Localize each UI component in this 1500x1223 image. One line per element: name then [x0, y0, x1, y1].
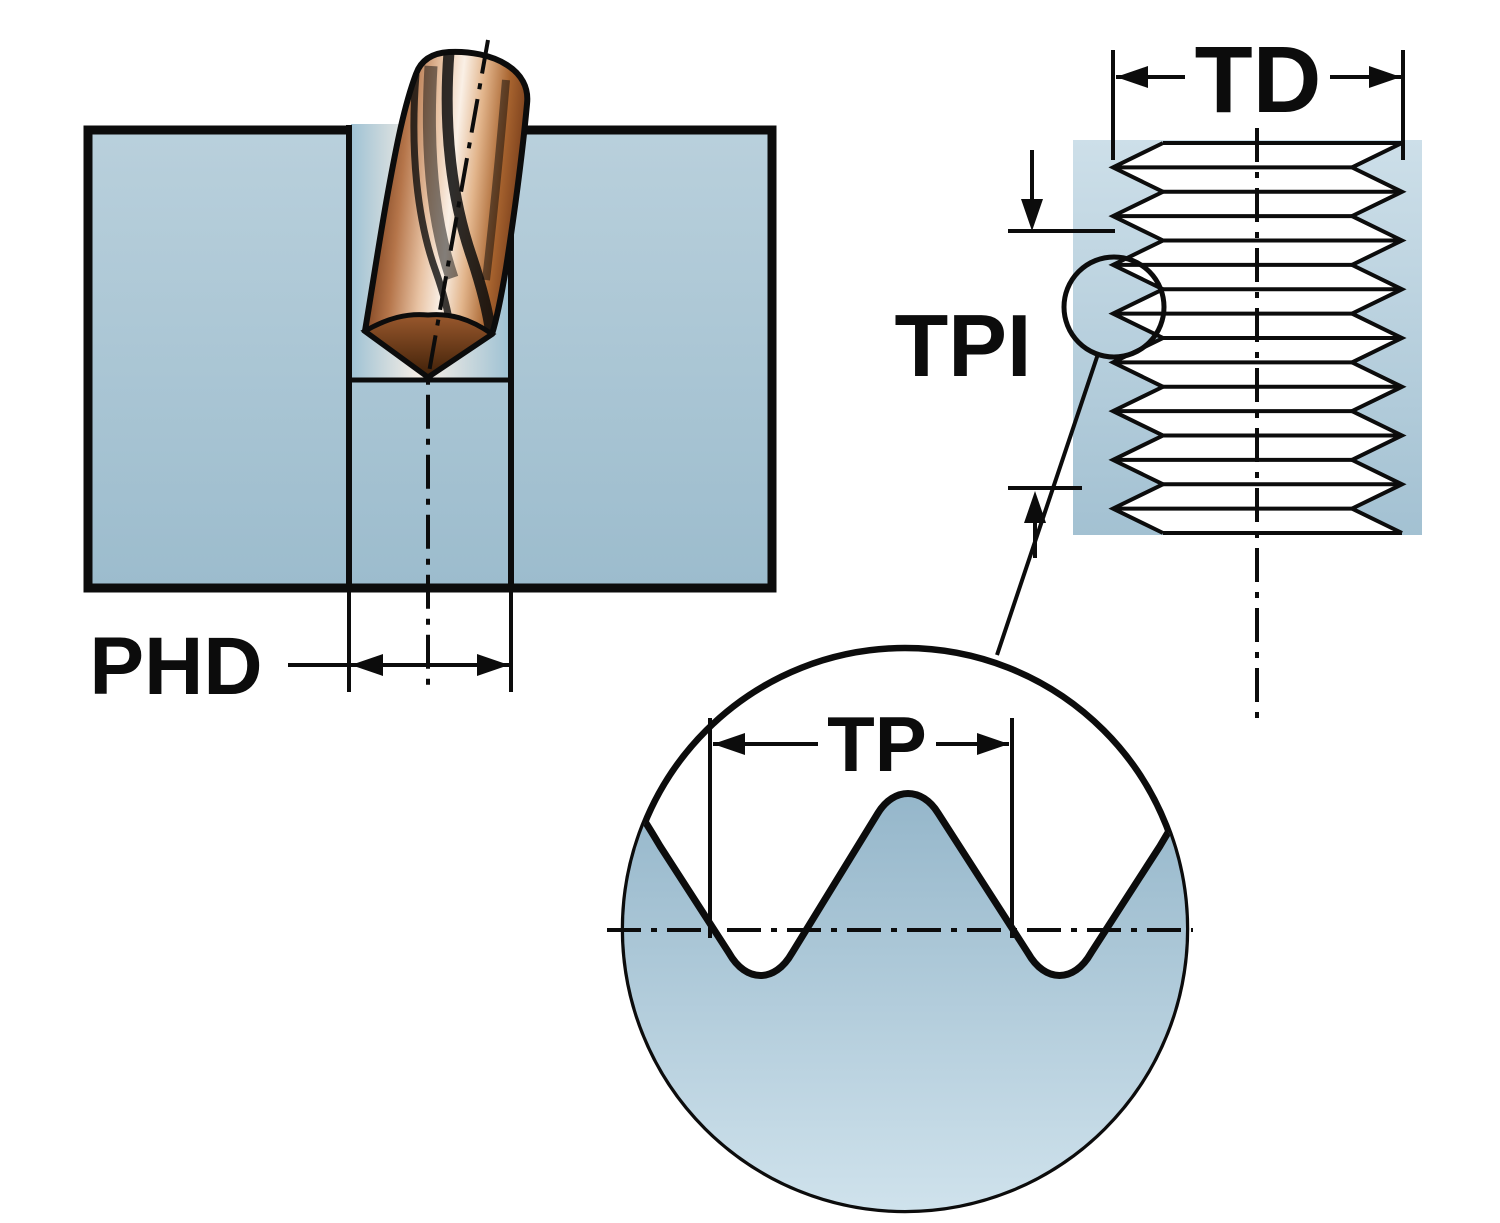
tp-arrow-right-icon	[977, 733, 1009, 755]
detail-circle-small	[1061, 254, 1167, 360]
workpiece-figure: PHD	[83, 39, 777, 712]
phd-arrow-left-icon	[351, 654, 383, 676]
phd-label: PHD	[89, 621, 262, 712]
drill-point	[360, 312, 497, 381]
tp-dimension: TP	[708, 700, 1014, 938]
thread-profile-detail-figure: TP	[607, 644, 1193, 1214]
td-arrow-right-icon	[1369, 66, 1401, 88]
drill-highlight-1	[422, 65, 459, 281]
tpi-label: TPI	[895, 296, 1032, 395]
thread-flank-lines	[1113, 141, 1402, 535]
tpi-arrow-up-icon	[1024, 491, 1046, 523]
td-dimension: TD	[1111, 27, 1405, 160]
drill-highlight-2	[482, 79, 510, 281]
phd-dimension: PHD	[89, 621, 509, 712]
tpi-indication: TPI	[895, 150, 1167, 656]
thread-profile-material	[624, 752, 1186, 1210]
drill-bit	[360, 48, 531, 381]
drill-centerline	[426, 39, 490, 691]
drill-flute-line-1	[441, 51, 497, 335]
thread-zigzag-left	[1108, 141, 1168, 535]
tpi-arrow-down-icon	[1021, 199, 1043, 231]
td-arrow-left-icon	[1116, 66, 1148, 88]
tp-arrow-left-icon	[713, 733, 745, 755]
thread-zigzag-right	[1347, 141, 1407, 535]
drill-flute-line-2	[410, 73, 454, 327]
phd-arrow-right-icon	[477, 654, 509, 676]
tp-label: TP	[827, 700, 927, 788]
td-label: TD	[1195, 27, 1322, 133]
threaded-hole-figure: TD TPI	[895, 27, 1422, 718]
detail-leader-line	[995, 353, 1100, 656]
